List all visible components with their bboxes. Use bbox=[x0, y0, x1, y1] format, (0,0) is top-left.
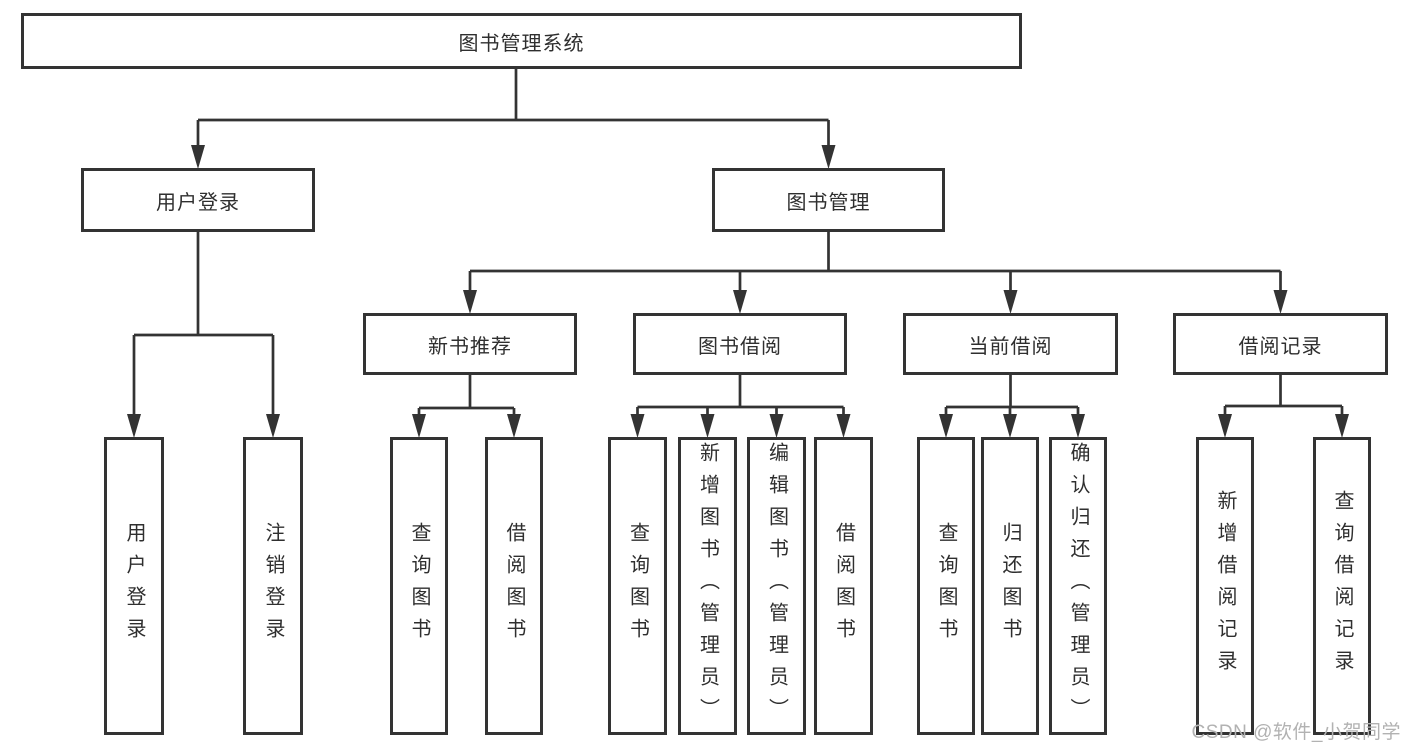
leaf-add-book-admin: 新增图书（管理员） bbox=[678, 437, 737, 735]
leaf-user-login: 用户登录 bbox=[104, 437, 164, 735]
node-borrow-records-label: 借阅记录 bbox=[1238, 335, 1323, 358]
node-new-book-recommend: 新书推荐 bbox=[363, 313, 577, 375]
leaf-query-borrow-record-label: 查询借阅记录 bbox=[1331, 490, 1353, 682]
leaf-confirm-return-admin: 确认归还（管理员） bbox=[1049, 437, 1107, 735]
leaf-edit-book-admin: 编辑图书（管理员） bbox=[747, 437, 806, 735]
leaf-return-book-label: 归还图书 bbox=[999, 522, 1021, 650]
leaf-logout-label: 注销登录 bbox=[262, 522, 284, 650]
leaf-query-books-recommend-label: 查询图书 bbox=[408, 522, 430, 650]
node-book-management: 图书管理 bbox=[712, 168, 945, 232]
leaf-query-borrow-record: 查询借阅记录 bbox=[1313, 437, 1371, 735]
node-new-book-recommend-label: 新书推荐 bbox=[428, 335, 512, 358]
leaf-query-books-borrow: 查询图书 bbox=[608, 437, 667, 735]
node-book-management-label: 图书管理 bbox=[786, 191, 871, 214]
leaf-add-borrow-record: 新增借阅记录 bbox=[1196, 437, 1254, 735]
leaf-borrow-books-borrow-label: 借阅图书 bbox=[832, 522, 855, 650]
node-root-label: 图书管理系统 bbox=[458, 32, 585, 55]
leaf-query-books-recommend: 查询图书 bbox=[390, 437, 448, 735]
leaf-query-books-borrow-label: 查询图书 bbox=[626, 522, 649, 650]
leaf-confirm-return-admin-label: 确认归还（管理员） bbox=[1067, 442, 1089, 730]
node-book-borrow-label: 图书借阅 bbox=[698, 335, 782, 358]
node-book-borrow: 图书借阅 bbox=[633, 313, 847, 375]
leaf-user-login-label: 用户登录 bbox=[123, 522, 145, 650]
leaf-query-books-current: 查询图书 bbox=[917, 437, 975, 735]
leaf-borrow-books-recommend: 借阅图书 bbox=[485, 437, 543, 735]
leaf-return-book: 归还图书 bbox=[981, 437, 1039, 735]
leaf-add-book-admin-label: 新增图书（管理员） bbox=[696, 442, 719, 730]
node-user-login: 用户登录 bbox=[81, 168, 315, 232]
node-root: 图书管理系统 bbox=[21, 13, 1022, 69]
watermark-text: CSDN @软件_小贺同学 bbox=[1191, 722, 1401, 743]
node-user-login-label: 用户登录 bbox=[156, 191, 240, 214]
leaf-add-borrow-record-label: 新增借阅记录 bbox=[1214, 490, 1236, 682]
leaf-query-books-current-label: 查询图书 bbox=[935, 522, 957, 650]
node-current-borrow: 当前借阅 bbox=[903, 313, 1118, 375]
leaf-edit-book-admin-label: 编辑图书（管理员） bbox=[765, 442, 788, 730]
leaf-borrow-books-borrow: 借阅图书 bbox=[814, 437, 873, 735]
leaf-logout: 注销登录 bbox=[243, 437, 303, 735]
node-borrow-records: 借阅记录 bbox=[1173, 313, 1388, 375]
node-current-borrow-label: 当前借阅 bbox=[968, 335, 1053, 358]
leaf-borrow-books-recommend-label: 借阅图书 bbox=[503, 522, 525, 650]
